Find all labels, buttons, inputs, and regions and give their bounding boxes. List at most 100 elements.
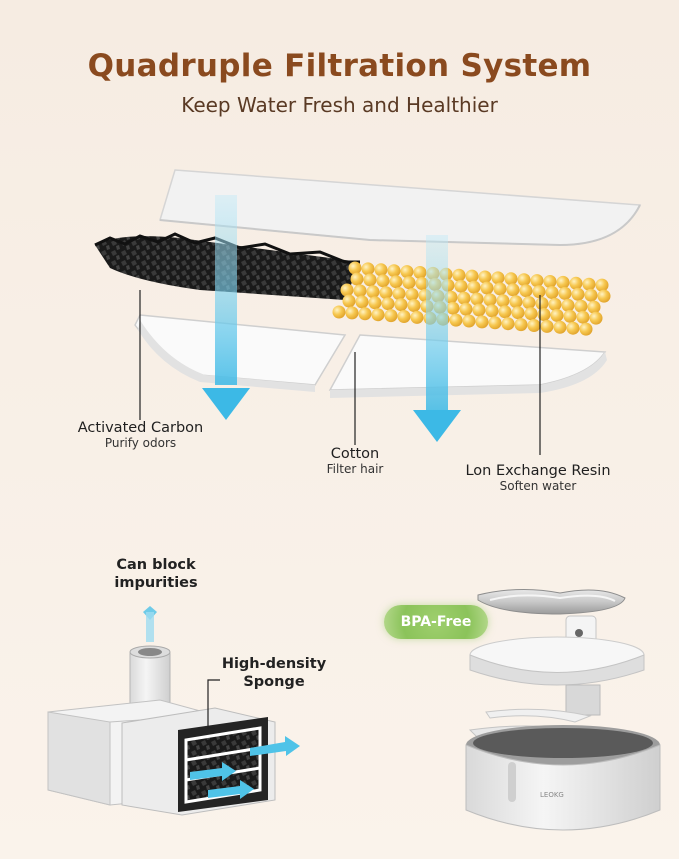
top-filter-sheet <box>159 169 642 247</box>
block-impurities-label: Can block impurities <box>96 556 216 592</box>
resin-bead <box>413 266 427 279</box>
resin-bead <box>472 303 486 317</box>
resin-bead <box>374 263 388 277</box>
resin-bead <box>553 320 567 334</box>
resin-bead <box>394 298 408 312</box>
resin-bead <box>400 265 414 279</box>
resin-bead <box>353 284 367 298</box>
resin-bead <box>457 291 471 305</box>
resin-bead <box>402 276 416 290</box>
fountain-product: LEOKG <box>465 588 661 831</box>
resin-bead <box>366 285 380 299</box>
sponge-label-line1: High-density <box>221 656 327 672</box>
resin-bead <box>355 295 369 309</box>
resin-bead <box>491 271 505 285</box>
resin-bead <box>527 319 541 332</box>
resin-bead <box>488 316 502 330</box>
flow-arrow-right <box>413 235 461 442</box>
resin-bead <box>496 294 510 308</box>
resin-bead <box>350 272 364 286</box>
resin-bead <box>519 284 533 298</box>
resin-bead <box>358 307 372 321</box>
resin-bead <box>535 297 549 310</box>
pump-leader-lines <box>207 679 220 729</box>
resin-bead <box>524 307 538 321</box>
carbon-name: Activated Carbon <box>77 420 204 436</box>
resin-bead <box>509 295 523 309</box>
resin-bead <box>556 275 570 289</box>
resin-bead <box>579 322 593 336</box>
svg-text:LEOKG: LEOKG <box>540 791 564 799</box>
resin-bead <box>475 315 489 329</box>
sponge-label-line2: Sponge <box>243 674 305 690</box>
resin-bead <box>498 305 512 319</box>
resin-bead <box>363 273 377 287</box>
resin-bead <box>545 286 559 299</box>
resin-bead <box>543 275 557 288</box>
resin-bead <box>514 318 528 332</box>
resin-bead <box>392 287 406 301</box>
resin-bead <box>574 299 588 313</box>
carbon-label: Activated Carbon Purify odors <box>58 420 223 450</box>
page-subtitle: Keep Water Fresh and Healthier <box>181 93 498 117</box>
resin-bead <box>467 280 481 294</box>
resin-bead <box>454 279 468 293</box>
resin-bead <box>532 285 546 299</box>
resin-bead <box>462 314 476 328</box>
resin-bead <box>506 283 520 297</box>
resin-bead <box>550 308 564 322</box>
resin-bead <box>478 270 492 284</box>
water-pump <box>47 606 300 816</box>
resin-bead <box>511 306 525 320</box>
resin-bead <box>504 272 518 286</box>
resin-bead <box>548 297 562 311</box>
resin-bead <box>342 294 356 308</box>
resin-bead <box>465 269 479 283</box>
resin-bead <box>384 309 398 323</box>
resin-bead <box>345 306 359 320</box>
resin-bead <box>522 296 536 310</box>
bpa-free-badge: BPA-Free <box>384 605 488 639</box>
resin-bead <box>368 296 382 310</box>
resin-bead <box>483 293 497 307</box>
resin-bead <box>407 299 421 312</box>
leader-lines <box>139 290 541 455</box>
block-label-line2: impurities <box>114 575 198 591</box>
resin-bead <box>595 278 609 292</box>
resin-bead <box>501 317 515 331</box>
resin-bead <box>563 309 577 323</box>
resin-bead <box>415 277 429 290</box>
resin-bead <box>459 302 473 316</box>
resin-bead <box>371 308 385 322</box>
resin-layer <box>332 261 611 336</box>
resin-desc: Soften water <box>499 479 577 493</box>
resin-bead <box>405 288 419 301</box>
carbon-desc: Purify odors <box>104 436 177 450</box>
resin-bead <box>587 300 601 314</box>
resin-bead <box>493 282 507 296</box>
resin-bead <box>582 277 596 291</box>
resin-bead <box>558 286 572 300</box>
cotton-name: Cotton <box>330 446 380 462</box>
resin-bead <box>449 313 463 327</box>
resin-bead <box>410 310 424 324</box>
resin-bead <box>452 268 466 282</box>
resin-bead <box>540 319 554 333</box>
resin-bead <box>597 289 611 303</box>
resin-bead <box>537 308 551 321</box>
sponge-label: High-density Sponge <box>214 655 334 691</box>
resin-bead <box>397 310 411 323</box>
resin-bead <box>376 274 390 288</box>
resin-name: Lon Exchange Resin <box>465 463 611 479</box>
resin-bead <box>576 310 590 324</box>
resin-bead <box>485 304 499 318</box>
resin-bead <box>584 288 598 302</box>
resin-bead <box>569 276 583 290</box>
resin-bead <box>348 261 362 275</box>
resin-bead <box>517 273 531 287</box>
resin-bead <box>571 287 585 301</box>
resin-bead <box>361 262 375 276</box>
resin-bead <box>480 281 494 295</box>
resin-bead <box>389 275 403 289</box>
